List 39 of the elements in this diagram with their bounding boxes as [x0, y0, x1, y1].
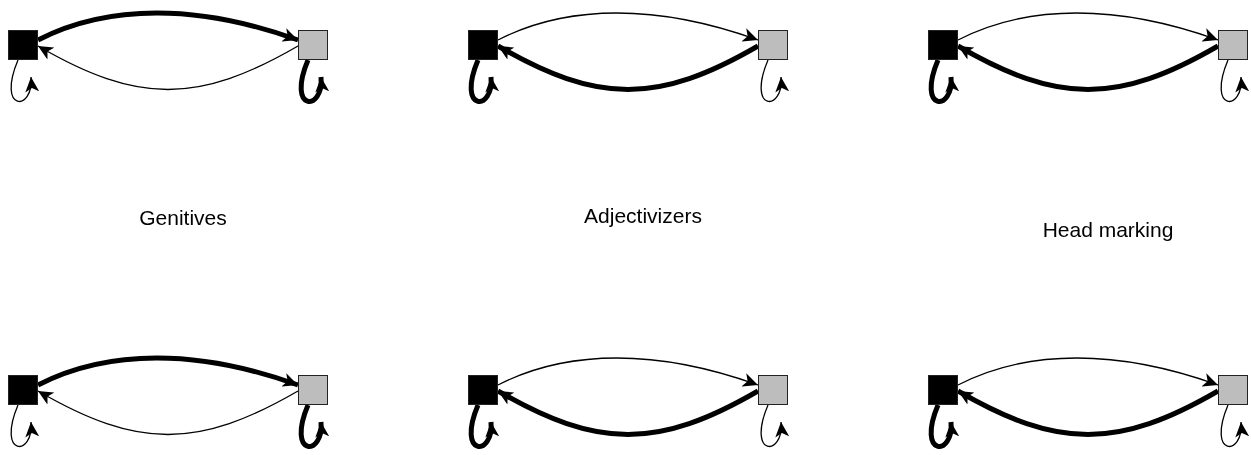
node-square — [928, 30, 958, 60]
self-loop-arrow — [468, 59, 498, 104]
arrow — [957, 357, 1219, 387]
graph-label: Genitives — [139, 206, 227, 230]
arrow — [496, 388, 760, 437]
graph-label: Adjectivizers — [584, 204, 702, 228]
self-loop-arrow — [1220, 59, 1248, 102]
node-square — [298, 30, 328, 60]
node-square — [928, 375, 958, 405]
arrow — [37, 45, 299, 91]
arrow — [37, 390, 299, 436]
self-loop-arrow — [298, 59, 328, 104]
node-square — [758, 30, 788, 60]
graph-label: Head marking — [1042, 218, 1174, 242]
arrow — [497, 357, 759, 387]
arrow — [36, 355, 299, 388]
arrow — [36, 10, 299, 43]
self-loop-arrow — [760, 59, 788, 102]
self-loop-arrow — [928, 59, 958, 104]
node-square — [758, 375, 788, 405]
arrow — [497, 12, 759, 42]
node-square — [1218, 375, 1248, 405]
node-square — [8, 375, 38, 405]
node-square — [1218, 30, 1248, 60]
self-loop-arrow — [468, 404, 498, 449]
node-square — [8, 30, 38, 60]
self-loop-arrow — [10, 59, 38, 102]
arrow — [956, 388, 1220, 437]
self-loop-arrow — [298, 404, 328, 449]
self-loop-arrow — [10, 404, 38, 447]
self-loop-arrow — [760, 404, 788, 447]
arrow — [956, 43, 1220, 92]
node-square — [468, 30, 498, 60]
self-loop-arrow — [928, 404, 958, 449]
node-square — [298, 375, 328, 405]
self-loop-arrow — [1220, 404, 1248, 447]
arrow — [496, 43, 760, 92]
node-square — [468, 375, 498, 405]
arrow — [957, 12, 1219, 42]
